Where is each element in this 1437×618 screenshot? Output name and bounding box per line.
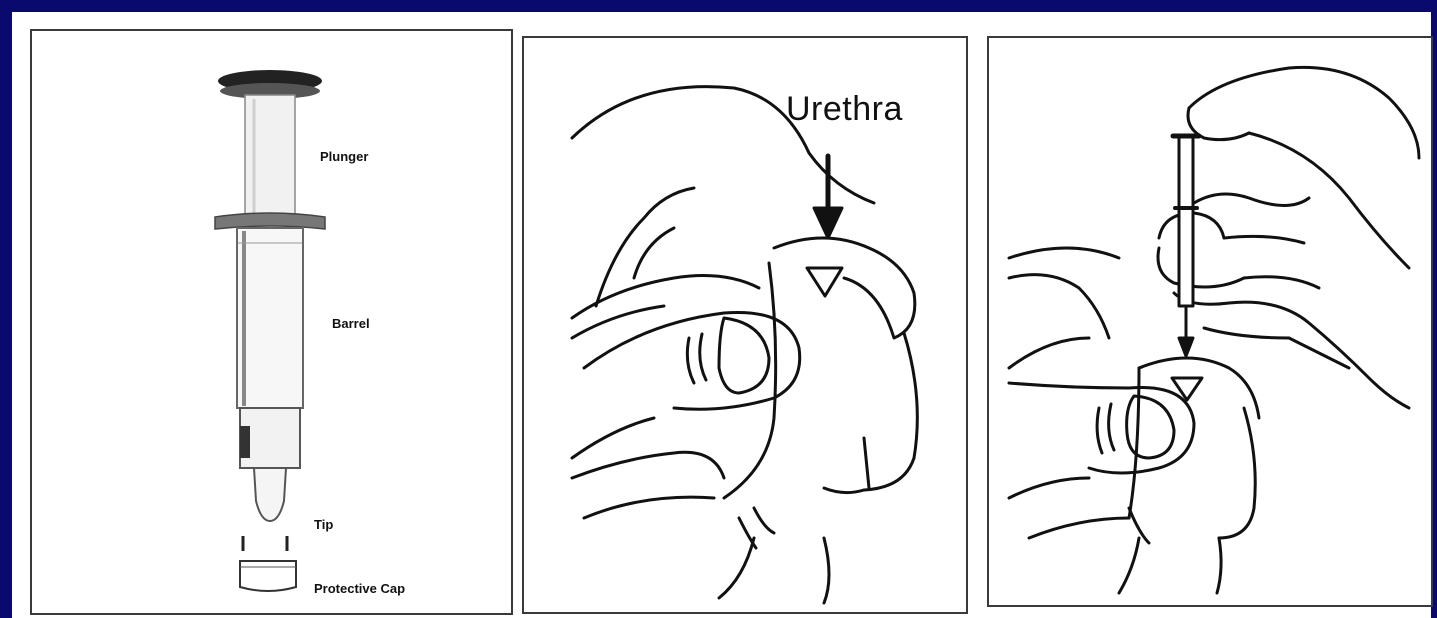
label-tip: Tip [314, 517, 333, 532]
label-barrel: Barrel [332, 316, 370, 331]
thumbnail [1127, 396, 1174, 458]
label-urethra: Urethra [786, 90, 903, 129]
protective-cap [240, 561, 296, 591]
panel-insert-syringe [987, 36, 1433, 607]
figure-canvas: Plunger Barrel Tip Protective Cap [12, 12, 1431, 618]
syringe-tip [254, 468, 286, 521]
arrow-head-icon [814, 208, 842, 238]
panel-syringe-diagram: Plunger Barrel Tip Protective Cap [30, 29, 513, 615]
barrel [237, 228, 303, 408]
barrel-flange [215, 213, 325, 229]
syringe-body [1179, 136, 1193, 306]
syringe-insertion-illustration [989, 38, 1431, 605]
label-plunger: Plunger [320, 149, 368, 164]
thumbnail [719, 318, 769, 393]
panel-locate-urethra: Urethra [522, 36, 968, 614]
urethra-opening [807, 268, 842, 296]
syringe-illustration [32, 31, 511, 613]
label-protective-cap: Protective Cap [314, 581, 405, 596]
